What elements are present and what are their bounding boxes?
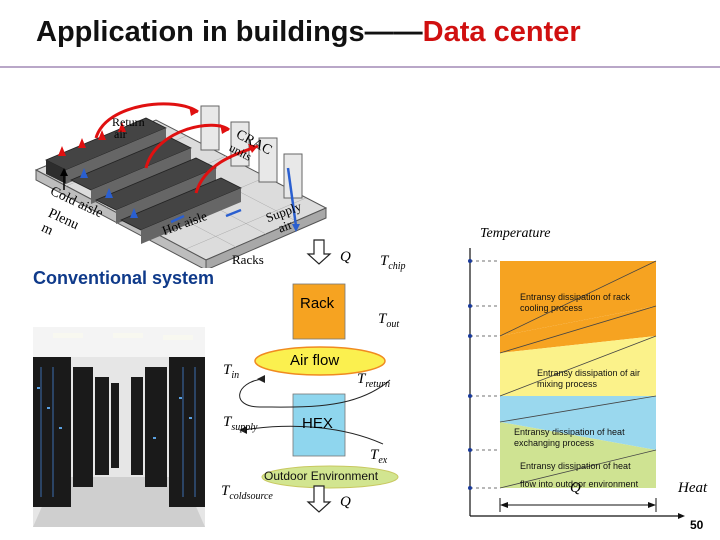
return-air-line1: Return: [112, 115, 145, 129]
t-out-label: Tout: [378, 311, 399, 330]
q-graph-label: Q: [570, 480, 581, 496]
outdoor-environment-label: Outdoor Environment: [264, 469, 379, 483]
t-coldsource-subscript: coldsource: [229, 491, 273, 502]
slide-title: Application in buildings——Data center: [36, 16, 581, 49]
region-label-outdoor-2: flow into outdoor environment: [520, 479, 639, 489]
t-out-subscript: out: [386, 319, 400, 330]
t-supply-symbol: T: [223, 414, 232, 430]
supply-curve: [239, 378, 391, 408]
rack-box: [292, 283, 346, 340]
t-in-label: Tin: [223, 362, 239, 381]
racks-label: Racks: [232, 252, 264, 267]
crac-units: [200, 105, 303, 199]
t-out-symbol: T: [378, 311, 387, 327]
heat-in-arrow: [306, 239, 332, 265]
hex-label: HEX: [302, 415, 333, 432]
region-label-air: Entransy dissipation of air mixing proce…: [537, 368, 641, 389]
t-in-subscript: in: [231, 370, 240, 381]
t-ex-symbol: T: [370, 447, 379, 463]
entransy-graph: [468, 248, 685, 519]
heat-out-arrow: [306, 485, 332, 513]
rack-label: Rack: [300, 295, 335, 312]
air-flow-ellipse: [254, 346, 386, 376]
return-air-label: Return air: [112, 116, 145, 140]
region-label-outdoor-1: Entransy dissipation of heat: [520, 461, 631, 471]
t-ex-label: Tex: [370, 447, 387, 466]
flow-diagram: [239, 239, 399, 513]
t-chip-subscript: chip: [388, 261, 406, 272]
t-return-symbol: T: [357, 371, 366, 387]
q-bottom-label: Q: [340, 494, 351, 510]
y-axis-label: Temperature: [480, 226, 551, 241]
air-flow-label: Air flow: [290, 352, 340, 369]
t-supply-label: Tsupply: [223, 414, 257, 433]
title-main: Application in buildings——: [36, 16, 423, 48]
rack-rows: [45, 117, 242, 244]
t-return-label: Treturn: [357, 371, 390, 390]
title-accent: Data center: [422, 16, 581, 48]
q-top-label: Q: [340, 249, 351, 265]
t-chip-label: Tchip: [380, 253, 406, 272]
region-label-hex: Entransy dissipation of heat exchanging …: [514, 427, 625, 448]
t-chip-symbol: T: [380, 253, 389, 269]
outdoor-ellipse: [261, 465, 399, 489]
exchange-curve: [242, 425, 384, 445]
t-coldsource-symbol: T: [221, 483, 230, 499]
t-supply-subscript: supply: [231, 422, 258, 433]
return-air-line2: air: [114, 127, 127, 141]
t-return-subscript: return: [365, 379, 390, 390]
region-heat-exchange: [500, 396, 656, 450]
t-ex-subscript: ex: [378, 455, 388, 466]
datacenter-photo: [33, 327, 205, 527]
supply-air-arrows: [170, 167, 298, 227]
page-number: 50: [690, 518, 704, 532]
conventional-system-label: Conventional system: [33, 268, 215, 288]
x-axis-label: Heat: [678, 480, 708, 496]
hex-box: [292, 393, 346, 457]
t-in-symbol: T: [223, 362, 232, 378]
region-label-rack: Entransy dissipation of rack cooling pro…: [520, 292, 631, 313]
datacenter-illustration: [34, 102, 328, 268]
t-coldsource-label: Tcoldsource: [221, 483, 273, 502]
title-divider: [0, 66, 720, 68]
region-outdoor: [500, 422, 656, 488]
